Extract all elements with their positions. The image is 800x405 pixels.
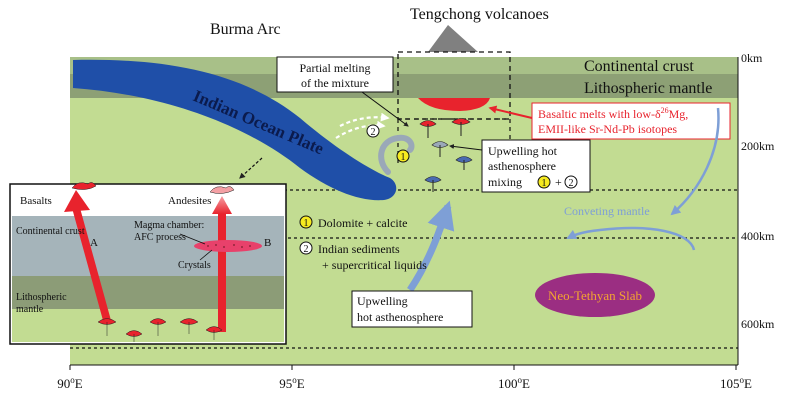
inset-magma-label-2: AFC process [134,232,186,243]
basaltic-melts-label-1: Basaltic melts with low-δ26Mg, [538,106,688,121]
continental-crust-band [70,57,738,74]
volcano-icon [428,25,478,52]
andesite-eruption-icon [209,186,235,194]
depth-axis: 0km 200km 400km 600km [737,51,775,365]
basaltic-melts-label-2: EMII-like Sr-Nd-Pb isotopes [538,122,677,136]
depth-gridlines [70,189,738,349]
svg-text:1: 1 [401,152,406,163]
legend-sediments-label-2: + supercritical liquids [322,258,427,272]
svg-text:2: 2 [569,178,574,189]
mixing-marker-1-icon: 1 [537,175,551,189]
neo-tethyan-label: Neo-Tethyan Slab [548,288,642,303]
legend-marker-1-icon: 1 [299,215,313,229]
basaltic-melt-body [418,98,490,111]
svg-text:90oE: 90oE [57,375,83,391]
path-b-arrow [218,210,226,332]
upwelling-arrow [407,200,455,292]
legend-marker-2-icon: 2 [299,241,313,255]
svg-text:105oE: 105oE [720,375,752,391]
inset-basalts-label: Basalts [20,195,52,207]
tengchong-label: Tengchong volcanoes [410,6,549,23]
longitude-axis: 90oE 95oE 100oE 105oE [57,364,752,391]
mixing-plus: + [555,175,562,189]
inset-andesites-label: Andesites [168,195,211,207]
svg-text:400km: 400km [741,229,775,243]
magma-chamber [194,240,262,252]
inset-lith-label-1: Lithospheric [16,292,67,303]
inset-magma-label-1: Magma chamber: [134,220,204,231]
upwelling-mixing-label-1: Upwelling hot [488,144,558,158]
svg-text:2: 2 [304,244,309,255]
svg-text:100oE: 100oE [498,375,530,391]
svg-text:2: 2 [371,127,376,138]
inset-panel: Basalts A Andesites B Magma chamber: AFC… [9,182,287,345]
marker-1-icon: 1 [396,149,410,163]
convecting-mantle-label: Conveting mantle [564,204,650,218]
svg-text:200km: 200km [741,139,775,153]
inset-continental-crust-label: Continental crust [16,226,85,237]
inset-lith-label-2: mantle [16,304,44,315]
basalt-eruption-icon [71,182,97,190]
continental-crust-label: Continental crust [584,58,694,75]
upwelling-box [351,290,473,328]
partial-melting-box [276,56,394,93]
neo-tethyan-slab [535,273,655,317]
mixing-marker-2-icon: 2 [564,175,578,189]
upwelling-mixing-label-3: mixing [488,175,522,189]
convecting-arrow-down [670,107,720,216]
indian-ocean-plate [73,59,397,201]
melt-droplets [419,118,471,138]
svg-text:0km: 0km [741,51,763,65]
path-a-arrow [72,208,112,324]
mixing-swirl-icon [378,134,415,175]
svg-text:95oE: 95oE [279,375,305,391]
inset-path-a-label: A [90,237,98,249]
upwelling-label-2: hot asthenosphere [357,310,443,324]
basaltic-melts-box [531,102,731,140]
convecting-arrow-return [566,226,696,251]
asthenosphere-droplets [424,141,473,192]
svg-text:1: 1 [304,218,309,229]
svg-text:1: 1 [542,178,547,189]
legend-dolomite-label: Dolomite + calcite [318,216,407,230]
burma-arc-label: Burma Arc [210,21,281,38]
inset-melt-droplets [97,318,223,342]
legend-sediments-label-1: Indian sediments [318,242,400,256]
upwelling-mixing-label-2: asthenosphere [488,159,556,173]
inset-crystals-label: Crystals [178,260,211,271]
partial-melting-label-2: of the mixture [301,76,369,90]
partial-melting-arrows [335,112,390,139]
marker-2-icon: 2 [366,124,380,138]
upwelling-label-1: Upwelling [357,294,408,308]
inset-path-b-label: B [264,237,271,249]
svg-text:600km: 600km [741,317,775,331]
partial-melting-label-1: Partial melting [300,61,371,75]
lithospheric-mantle-label: Lithospheric mantle [584,80,712,97]
